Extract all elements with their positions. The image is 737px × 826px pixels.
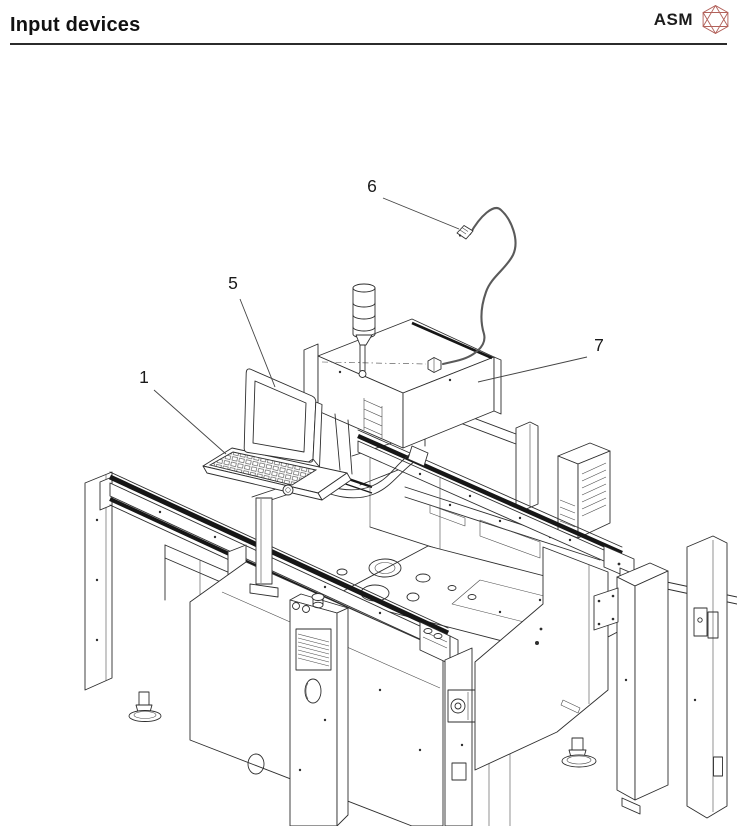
callout-5-label: 5 [228,273,238,293]
signal-cable [441,207,517,366]
center-right-leg [444,647,477,826]
center-pillar [289,593,349,826]
callout-leader-6 [382,197,460,230]
page-title: Input devices [10,14,141,36]
page-header: Input devices ASM [0,0,737,60]
callout-6-label: 6 [367,176,377,196]
far-right-pillar [686,535,728,819]
box-cable-socket [427,357,442,373]
gem-hexagon-icon [702,5,729,34]
keyboard [202,447,352,501]
callout-leader-5 [239,298,276,388]
header-rule [10,43,727,45]
support-arm [251,445,429,506]
left-leveling-foot [128,691,162,722]
callout-7-label: 7 [594,335,604,355]
monitor [243,368,323,468]
rear-vent-tower [557,442,611,539]
callout-leader-1 [153,389,227,455]
left-side-panel [84,471,113,691]
callouts: 1 5 6 7 [139,176,604,455]
control-box [303,318,502,475]
asm-logo: ASM [654,4,731,35]
monitor-column [249,497,279,598]
cable-connector [456,225,474,240]
signal-tower [352,283,376,378]
callout-leader-7 [477,356,588,383]
pillar-buttons [292,593,325,613]
right-pillar [593,562,669,815]
callout-1-label: 1 [139,367,149,387]
asm-logo-text: ASM [653,9,693,29]
right-leveling-foot [561,737,597,768]
